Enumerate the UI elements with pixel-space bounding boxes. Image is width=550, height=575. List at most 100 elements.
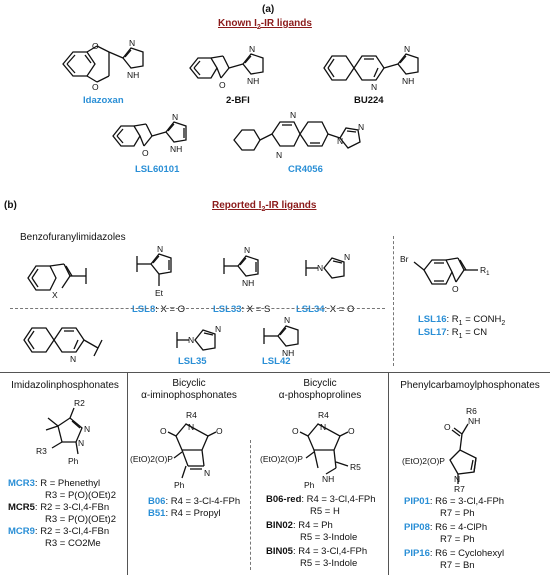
lsl17-caption: LSL17: R1 = CN xyxy=(418,327,488,340)
compound-name: CR4056 xyxy=(288,164,323,175)
pip01-caption: PIP01: R6 = 3-Cl,4-FPh xyxy=(404,496,505,507)
nh-atom: NH xyxy=(127,70,139,80)
compound-name: BU224 xyxy=(354,95,384,106)
panel-b-label: (b) xyxy=(4,200,17,211)
o-atom: O xyxy=(444,422,451,432)
ph-label: Ph xyxy=(304,480,315,490)
benzofuranyl-group-label: Benzofuranylimidazoles xyxy=(20,232,126,243)
r1-label: R1 xyxy=(480,265,490,277)
n-atom: N xyxy=(157,244,163,254)
n-atom: N xyxy=(172,112,178,122)
r4-label: R4 xyxy=(318,410,329,420)
n-atom: N xyxy=(188,422,194,432)
quinoline-structure: N xyxy=(23,327,103,364)
n-atom: N xyxy=(249,44,255,54)
compound-name: LSL60101 xyxy=(135,164,180,175)
nh-atom: NH xyxy=(170,144,182,154)
n-atom: N xyxy=(371,82,377,92)
lsl34-structure: N N xyxy=(305,252,350,279)
pip08-caption: PIP08: R6 = 4-ClPh xyxy=(404,522,488,533)
n-atom: N xyxy=(276,150,282,160)
lsl16-caption: LSL16: R1 = CONH2 xyxy=(418,314,506,327)
lsl35-caption: LSL35 xyxy=(178,356,207,367)
bin02-caption: BIN02: R4 = Ph xyxy=(266,520,333,531)
n-atom: N xyxy=(454,474,460,484)
n-atom: N xyxy=(215,324,221,334)
cr4056-structure: N N N N xyxy=(233,110,364,160)
et-label: Et xyxy=(155,288,164,298)
bromobenzofuran-structure: Br O R1 xyxy=(400,254,490,294)
n-atom: N xyxy=(404,44,410,54)
nh-atom: NH xyxy=(247,76,259,86)
lsl34-caption: LSL34: X = O xyxy=(296,304,355,315)
o-atom: O xyxy=(160,426,167,436)
mcr5-caption-2: R3 = P(O)(OEt)2 xyxy=(45,514,116,525)
column-divider xyxy=(388,372,389,575)
nh-atom: NH xyxy=(242,278,254,288)
o-atom: O xyxy=(216,426,223,436)
r4-label: R4 xyxy=(186,410,197,420)
dashed-separator xyxy=(250,440,251,570)
o-atom: O xyxy=(142,148,149,158)
dashed-separator xyxy=(393,236,394,366)
n-atom: N xyxy=(244,245,250,255)
panel-a-title: Known I2-IR ligands xyxy=(218,18,312,31)
benzo-x-structure: X xyxy=(27,263,87,300)
n-atom: N xyxy=(70,354,76,364)
group-title-phenylcarb: Phenylcarbamoylphosphonates xyxy=(400,380,540,391)
dashed-separator xyxy=(10,308,385,309)
column-divider xyxy=(127,372,128,575)
bin05-caption: BIN05: R4 = 3-Cl,4-FPh xyxy=(266,546,368,557)
r5-label: R5 xyxy=(350,462,361,472)
nh-atom: NH xyxy=(282,348,294,358)
lsl60101-structure: O N NH xyxy=(112,112,187,158)
mcr5-caption: MCR5: R2 = 3-Cl,4-FBn xyxy=(8,502,110,513)
panel-b-title: Reported I2-IR ligands xyxy=(212,200,317,213)
phosphoproline-structure: R4 N O O (EtO)2(O)P R5 NH Ph xyxy=(260,410,361,490)
imidazoline-structure: R2 N N R3 Ph xyxy=(36,398,90,466)
group-title-imidazolin: Imidazolinphosphonates xyxy=(11,380,119,391)
n-atom: N xyxy=(78,438,84,448)
o-atom: O xyxy=(292,426,299,436)
nh-atom: NH xyxy=(322,474,334,484)
bin05-caption-2: R5 = 3-Indole xyxy=(300,558,358,569)
phosphonate-label: (EtO)2(O)P xyxy=(130,454,173,464)
x-atom: X xyxy=(52,290,58,300)
mcr3-caption: MCR3: R = Phenethyl xyxy=(8,478,101,489)
phosphonate-label: (EtO)2(O)P xyxy=(402,456,445,466)
lsl42-structure: N NH xyxy=(263,315,299,358)
n-atom: N xyxy=(320,422,326,432)
n-atom: N xyxy=(337,136,343,146)
ph-label: Ph xyxy=(68,456,79,466)
n-atom: N xyxy=(84,424,90,434)
n-atom: N xyxy=(204,468,210,478)
pip01-caption-2: R7 = Ph xyxy=(440,508,475,519)
nh-atom: NH xyxy=(402,76,414,86)
nh-atom: NH xyxy=(468,416,480,426)
n-atom: N xyxy=(317,263,323,273)
pip08-caption-2: R7 = Ph xyxy=(440,534,475,545)
br-atom: Br xyxy=(400,254,409,264)
lsl35-structure: N N xyxy=(176,324,221,351)
lsl42-caption: LSL42 xyxy=(262,356,291,367)
n-atom: N xyxy=(344,252,350,262)
2-bfi-structure: O N NH xyxy=(189,44,264,90)
n-atom: N xyxy=(129,38,135,48)
o-atom: O xyxy=(452,284,459,294)
pip16-caption-2: R7 = Bn xyxy=(440,560,475,571)
lsl8-caption: LSL8: X = O xyxy=(132,304,186,315)
idazoxan-structure: O O N NH xyxy=(62,38,144,92)
b06-red-caption-2: R5 = H xyxy=(310,506,340,517)
lsl33-caption: LSL33: X = S xyxy=(213,304,271,315)
o-atom: O xyxy=(92,82,99,92)
o-atom: O xyxy=(348,426,355,436)
phosphonate-label: (EtO)2(O)P xyxy=(260,454,303,464)
ph-label: Ph xyxy=(174,480,185,490)
compound-name: 2-BFI xyxy=(226,95,250,106)
n-atom: N xyxy=(290,110,296,120)
n-atom: N xyxy=(188,335,194,345)
b51-caption: B51: R4 = Propyl xyxy=(148,508,221,519)
panel-a-label: (a) xyxy=(262,4,275,15)
mcr3-caption-2: R3 = P(O)(OEt)2 xyxy=(45,490,116,501)
